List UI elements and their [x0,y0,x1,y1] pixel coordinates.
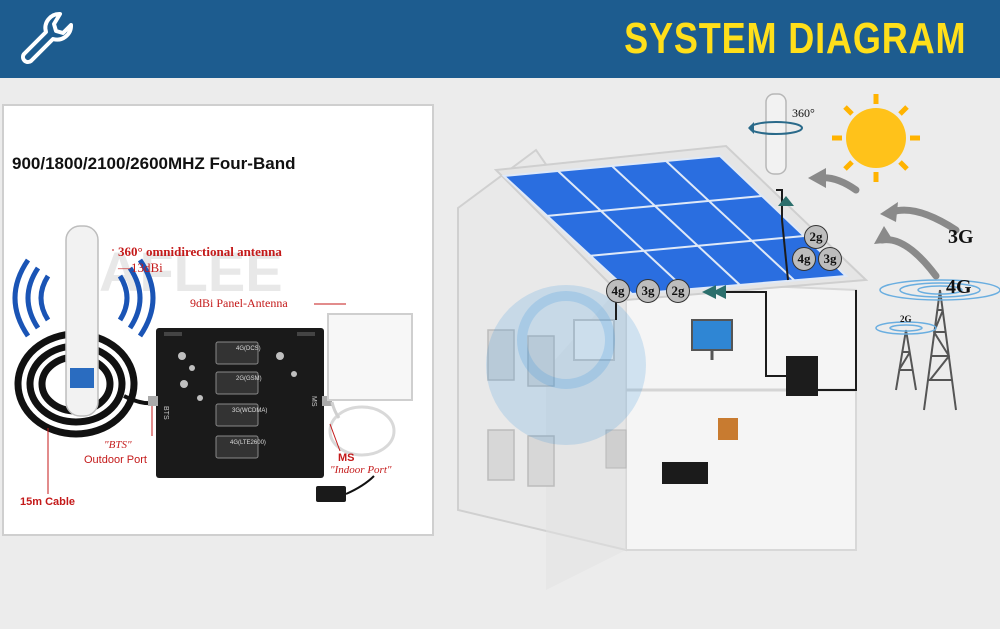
product-title: 900/1800/2100/2600MHZ Four-Band [12,154,295,174]
bts-port-label-line2: Outdoor Port [84,454,147,466]
booster-label: 4G(DCS) [236,346,261,352]
signal-label-4g: 4G [946,276,972,299]
wrench-icon [16,8,76,68]
omni-antenna-label: 360° omnidirectional antenna [118,244,282,260]
panel-antenna-label: 9dBi Panel-Antenna [190,296,288,311]
roof-badge-4g: 4g [792,247,816,271]
cell-tower-icon [896,290,956,410]
power-adapter [316,486,346,502]
svg-text:MS: MS [310,396,317,407]
roof-badge-2g: 2g [804,225,828,249]
indoor-badge-4g: 4g [606,279,630,303]
bts-port-label-line1: "BTS" [104,439,132,451]
sun-icon [832,94,920,182]
page-title: SYSTEM DIAGRAM [624,14,966,64]
rotation-label: 360° [792,106,815,121]
booster-label: 4G(LTE2600) [230,440,266,446]
signal-label-2g: 2G [900,314,912,324]
indoor-badge-2g: 2g [666,279,690,303]
header-bar: SYSTEM DIAGRAM [0,0,1000,78]
cable-label: 15m Cable [20,496,75,508]
wall-booster [786,356,818,396]
monitor-icon [692,320,732,350]
house-illustration [436,80,1000,629]
signal-label-3g: 3G [948,226,974,249]
ms-port-label-line1: MS [338,452,355,464]
indoor-badge-3g: 3g [636,279,660,303]
panel-antenna [328,314,412,400]
booster-label: 3G(WCDMA) [232,408,267,414]
omni-antenna-gain: —13dBi [118,260,163,276]
house-diagram: 360° 2g 4g 3g 4g 3g 2g 3G 4G 2G [436,80,1000,629]
ms-port-label-line2: "Indoor Port" [330,464,392,476]
product-panel: AFLEE 4G(DCS) 2G(GSM) 3G(WCDMA) 4G(LTE26… [2,104,434,536]
booster-label: 2G(GSM) [236,376,262,382]
roof-badge-3g: 3g [818,247,842,271]
svg-text:BTS: BTS [162,406,169,420]
